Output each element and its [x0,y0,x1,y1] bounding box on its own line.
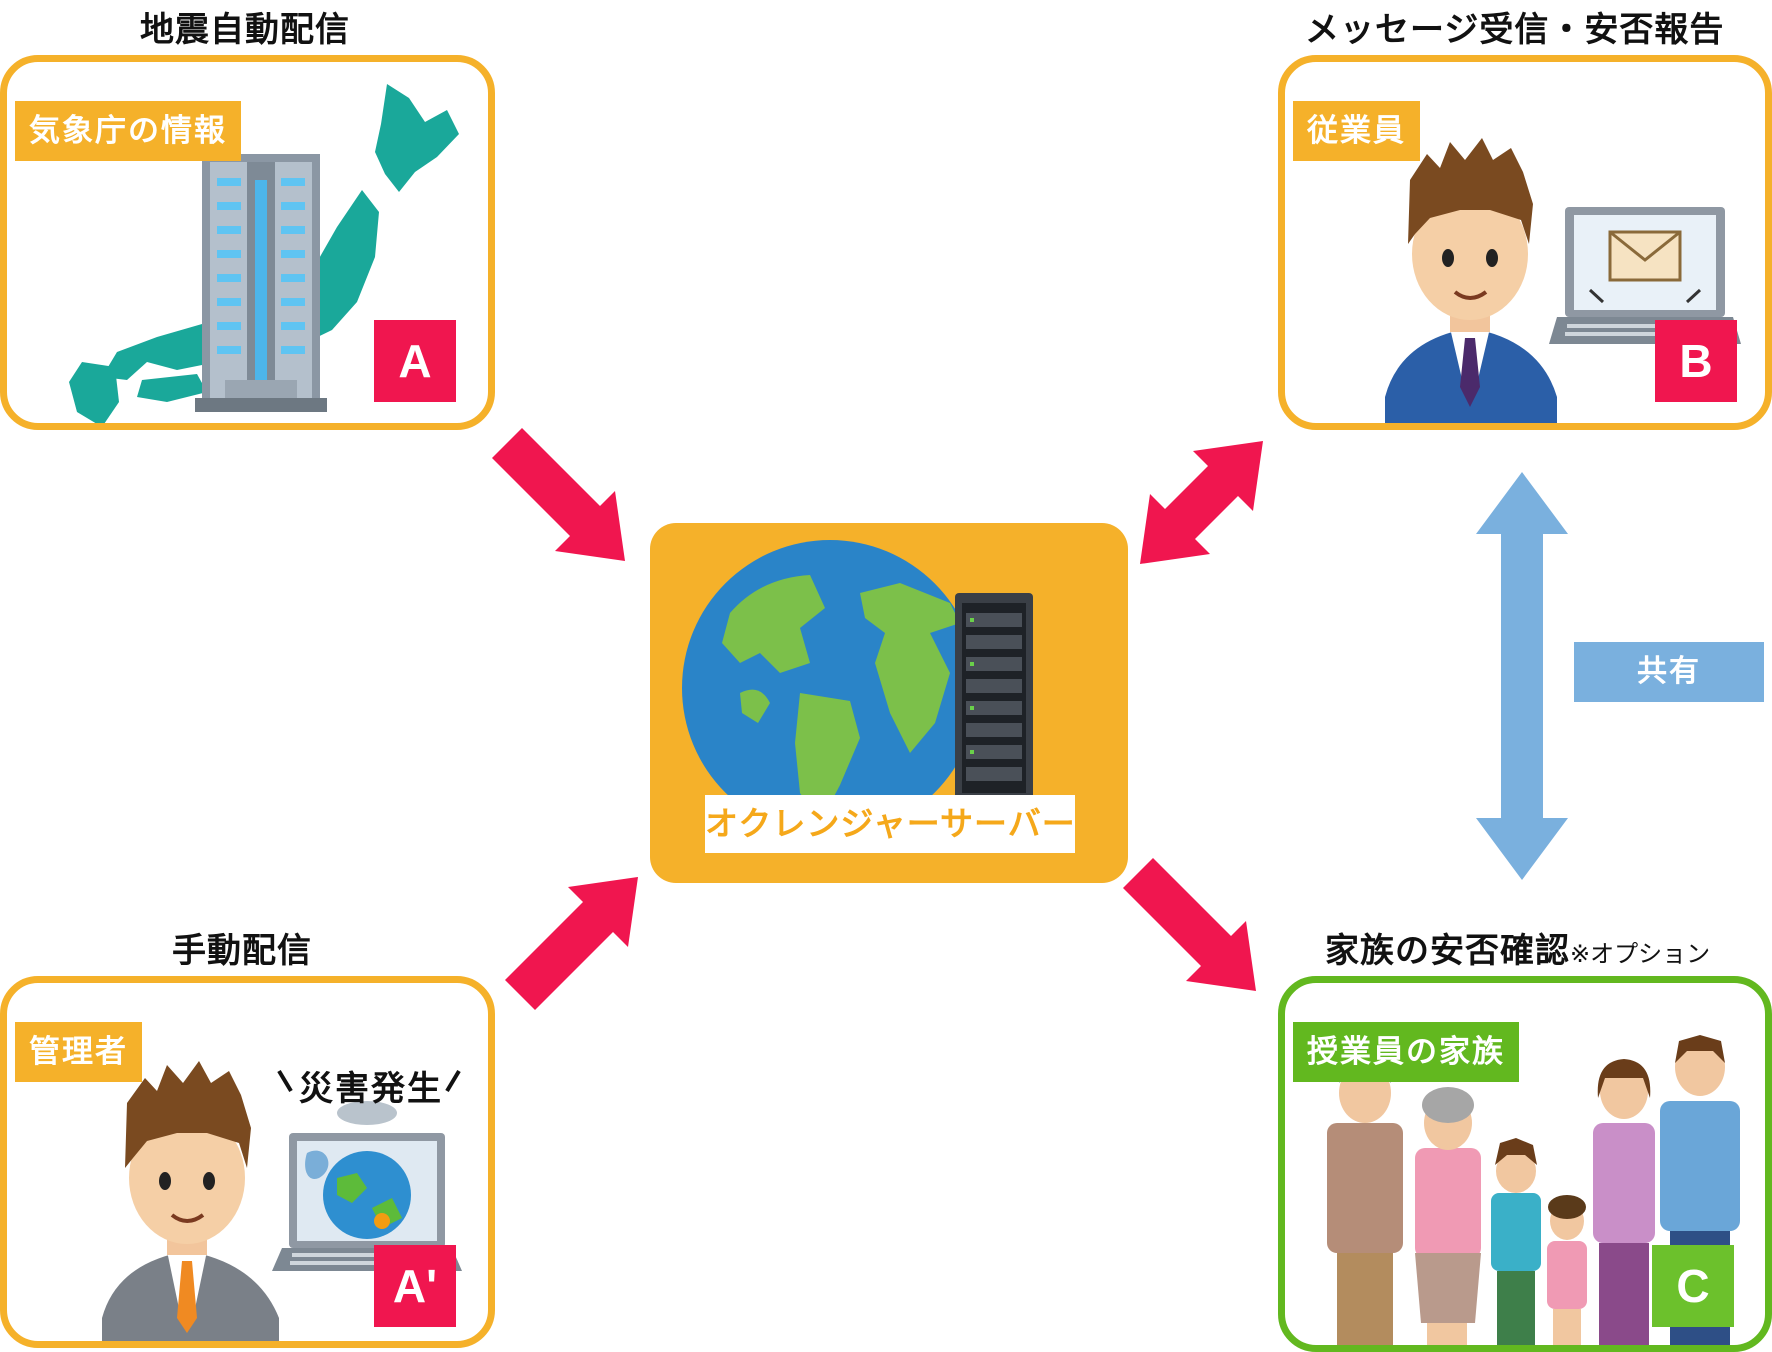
arrow-server-b-bidirectional [1140,441,1263,564]
panel-c-title-text: 家族の安否確認 [1325,931,1570,971]
globe-server-illustration [682,540,1033,836]
panel-c-badge: C [1652,1245,1734,1327]
panel-aprime-title: 手動配信 [172,931,312,971]
panel-aprime-badge: A' [374,1245,456,1327]
panel-c: 授業員の家族 C [1278,976,1772,1352]
server-box: オクレンジャーサーバー [650,523,1128,883]
panel-a-tag: 気象庁の情報 [15,101,241,161]
panel-b-badge: B [1655,320,1737,402]
panel-b-title: メッセージ受信・安否報告 [1305,10,1725,50]
panel-a-title: 地震自動配信 [140,10,350,50]
panel-aprime: 管理者 災害発生 A' [0,976,495,1348]
disaster-callout: 災害発生 [299,1069,443,1109]
arrow-b-c-share [1476,472,1568,880]
employee-laptop-illustration [1385,138,1741,423]
panel-a-badge: A [374,320,456,402]
japan-map-building-illustration [69,84,459,423]
arrow-aprime-to-server [505,877,638,1010]
panel-c-title-note: ※オプション [1570,940,1711,968]
arrow-a-to-server [492,428,625,561]
panel-b-tag: 従業員 [1293,101,1420,161]
panel-a: 気象庁の情報 A [0,55,495,430]
server-label: オクレンジャーサーバー [705,795,1075,853]
panel-b: 従業員 B [1278,55,1772,430]
panel-c-title: 家族の安否確認※オプション [1325,923,1710,972]
admin-laptop-disaster-illustration [102,1061,462,1341]
share-label: 共有 [1574,642,1764,702]
panel-aprime-tag: 管理者 [15,1022,142,1082]
arrow-server-to-c [1123,858,1256,991]
panel-c-tag: 授業員の家族 [1293,1022,1519,1082]
